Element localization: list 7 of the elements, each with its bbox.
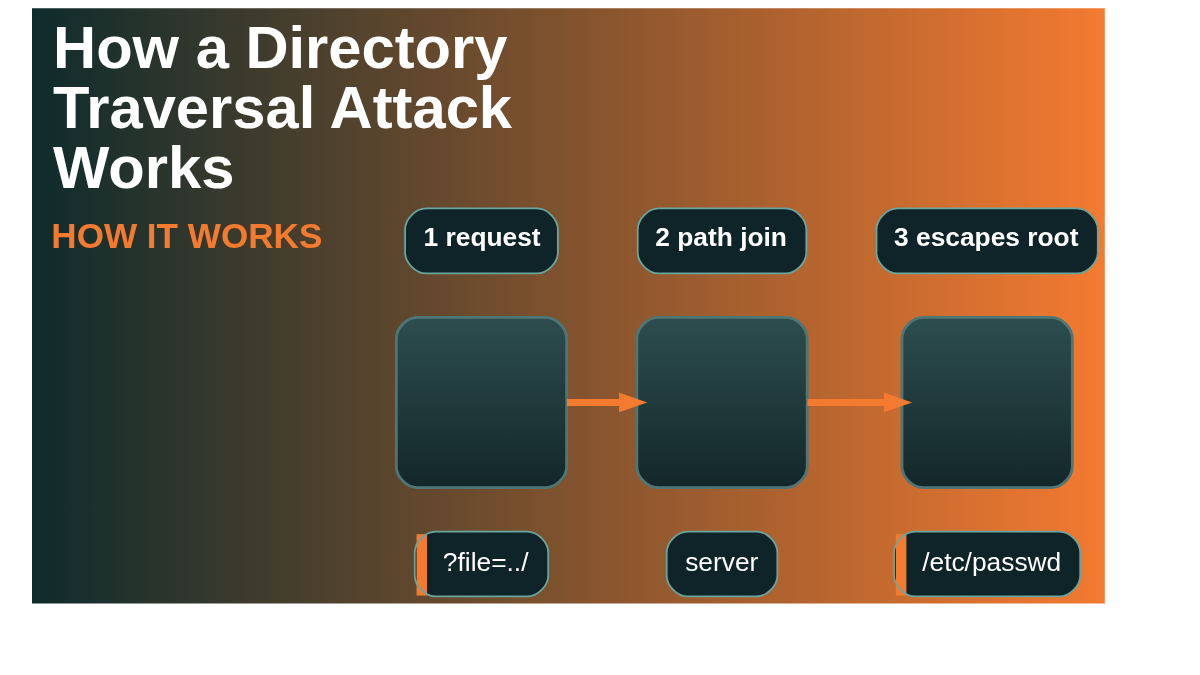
node-box bbox=[900, 315, 1074, 490]
arrow bbox=[567, 392, 648, 413]
diagram-title: How a Directory Traversal Attack Works bbox=[53, 14, 513, 201]
node-box bbox=[394, 315, 569, 490]
label: HOW IT WORKS bbox=[51, 215, 323, 255]
node-box bbox=[635, 315, 809, 490]
arrow bbox=[807, 392, 913, 413]
